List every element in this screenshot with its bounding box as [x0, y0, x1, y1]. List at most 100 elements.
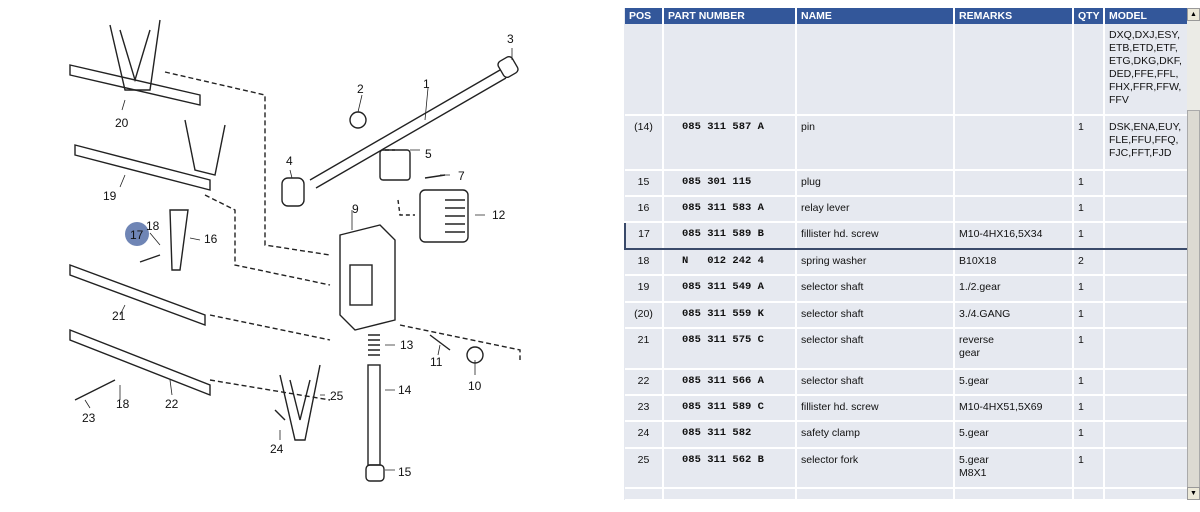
cell-name: spring washer — [796, 249, 955, 276]
cell-remarks: M10-4HX16,5X34 — [954, 221, 1074, 250]
vertical-scrollbar[interactable]: ▲ ▼ — [1187, 8, 1200, 500]
cell-qty: 1 — [1073, 369, 1105, 396]
header-remarks[interactable]: REMARKS — [954, 8, 1074, 24]
cell-part: N 012 242 4 — [663, 249, 797, 276]
cell-part: 085 311 589 C — [663, 395, 797, 422]
header-model[interactable]: MODEL — [1104, 8, 1189, 24]
cell-qty: 1 — [1073, 221, 1105, 250]
cell-model — [1104, 221, 1189, 250]
callout-11[interactable]: 11 — [430, 355, 443, 369]
cell-pos: 16 — [625, 196, 664, 223]
callout-20[interactable]: 20 — [115, 116, 129, 130]
cell-model: DSK,ENA,EUY, FLE,FFU,FFQ, FJC,FFT,FJD — [1104, 115, 1189, 171]
cell-name: safety clamp — [796, 421, 955, 449]
cell-pos: 15 — [625, 170, 664, 197]
cell-name: fillister hd. screw — [796, 221, 955, 250]
callout-25[interactable]: 25 — [330, 389, 344, 403]
header-qty[interactable]: QTY — [1073, 8, 1105, 24]
cell-model — [1104, 395, 1189, 422]
cell-part: 085 311 549 A — [663, 275, 797, 303]
callout-18b[interactable]: 18 — [116, 397, 130, 411]
cell-qty: 1 — [1073, 196, 1105, 223]
cell-part: 085 311 562 B — [663, 448, 797, 489]
callout-24[interactable]: 24 — [270, 442, 284, 456]
header-part-number[interactable]: PART NUMBER — [663, 8, 797, 24]
callout-17[interactable]: 17 — [130, 228, 144, 242]
cell-model — [1104, 328, 1189, 370]
callout-9[interactable]: 9 — [352, 202, 359, 216]
parts-table-panel: POS PART NUMBER NAME REMARKS QTY MODEL D… — [624, 8, 1189, 501]
callout-15[interactable]: 15 — [398, 465, 412, 479]
callout-13[interactable]: 13 — [400, 338, 414, 352]
cell-name: selector shaft — [796, 328, 955, 370]
cell-qty: 1 — [1073, 275, 1105, 303]
cell-remarks: 5.gear — [954, 421, 1074, 449]
empty-cell — [954, 488, 1074, 501]
cell-remarks: 5.gear M8X1 — [954, 448, 1074, 489]
cell-remarks — [954, 115, 1074, 171]
callout-4[interactable]: 4 — [286, 154, 293, 168]
empty-cell — [796, 488, 955, 501]
cell-name: plug — [796, 170, 955, 197]
scroll-down-arrow-icon[interactable]: ▼ — [1187, 487, 1200, 500]
empty-row — [625, 488, 1189, 501]
cell-name: selector shaft — [796, 369, 955, 396]
header-pos[interactable]: POS — [625, 8, 664, 24]
cell-qty — [1073, 24, 1105, 116]
cell-pos: 25 — [625, 448, 664, 489]
highlight-marker — [125, 222, 149, 246]
cell-pos: (14) — [625, 115, 664, 171]
callout-10[interactable]: 10 — [468, 379, 482, 393]
cell-qty: 1 — [1073, 170, 1105, 197]
callout-16[interactable]: 16 — [204, 232, 218, 246]
callout-5[interactable]: 5 — [425, 147, 432, 161]
cell-model — [1104, 170, 1189, 197]
cell-name — [796, 24, 955, 116]
callout-12[interactable]: 12 — [492, 208, 506, 222]
cell-name: selector shaft — [796, 275, 955, 303]
callout-23[interactable]: 23 — [82, 411, 96, 425]
scrollbar-thumb[interactable] — [1187, 110, 1200, 490]
cell-qty: 1 — [1073, 115, 1105, 171]
cell-model — [1104, 196, 1189, 223]
scroll-up-arrow-icon[interactable]: ▲ — [1187, 8, 1200, 21]
callout-22[interactable]: 22 — [165, 397, 179, 411]
callout-3[interactable]: 3 — [507, 32, 514, 46]
cell-model — [1104, 249, 1189, 276]
callout-19[interactable]: 19 — [103, 189, 117, 203]
cell-model — [1104, 448, 1189, 489]
cell-pos: 22 — [625, 369, 664, 396]
callout-18[interactable]: 18 — [146, 219, 160, 233]
callout-1[interactable]: 1 — [423, 77, 430, 91]
cell-qty: 1 — [1073, 421, 1105, 449]
parts-table: POS PART NUMBER NAME REMARKS QTY MODEL D… — [624, 8, 1189, 501]
empty-cell — [1073, 488, 1105, 501]
callout-2[interactable]: 2 — [357, 82, 364, 96]
table-row[interactable]: DXQ,DXJ,ESY, ETB,ETD,ETF, ETG,DKG,DKF, D… — [625, 24, 1189, 116]
cell-pos: 24 — [625, 421, 664, 449]
callout-21[interactable]: 21 — [112, 309, 126, 323]
cell-remarks — [954, 170, 1074, 197]
cell-part: 085 311 559 K — [663, 302, 797, 329]
cell-qty: 1 — [1073, 302, 1105, 329]
cell-remarks: reverse gear — [954, 328, 1074, 370]
header-name[interactable]: NAME — [796, 8, 955, 24]
empty-cell — [625, 488, 664, 501]
callout-14[interactable]: 14 — [398, 383, 412, 397]
cell-pos: 23 — [625, 395, 664, 422]
cell-part: 085 311 582 — [663, 421, 797, 449]
table-header: POS PART NUMBER NAME REMARKS QTY MODEL — [625, 8, 1189, 24]
callout-7[interactable]: 7 — [458, 169, 465, 183]
